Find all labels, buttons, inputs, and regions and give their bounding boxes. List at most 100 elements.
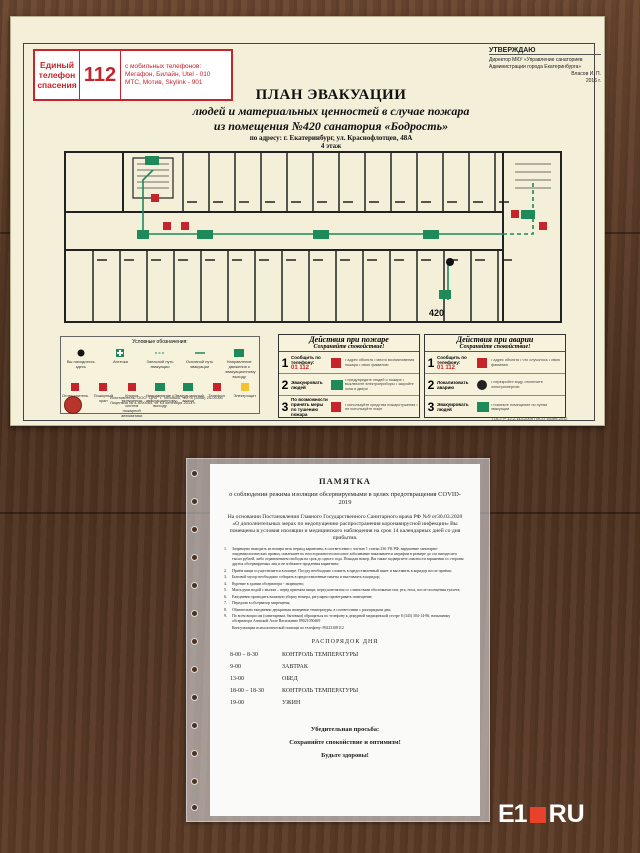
plan-address: по адресу: г. Екатеринбург, ул. Краснофл… bbox=[249, 134, 413, 142]
phone-label: Единый телефон спасения bbox=[37, 60, 77, 90]
approval-title: УТВЕРЖДАЮ bbox=[489, 47, 601, 55]
phone-number: 112 bbox=[79, 51, 121, 99]
step-details: • используйте средства пожаротушения • н… bbox=[345, 402, 418, 412]
maker-line: Лицензия № 4-К/00064, от 13 сентября 201… bbox=[110, 400, 196, 405]
fire-extinguisher-icon bbox=[71, 383, 80, 391]
memo-rule: 8.Обязательно ежедневно двукратная измер… bbox=[224, 607, 392, 612]
accident-actions-panel: Действия при аварии Сохраняйте спокойств… bbox=[424, 334, 566, 418]
you-are-here-icon bbox=[77, 349, 85, 357]
fire-step: 3 По возможности принять меры по тушению… bbox=[279, 396, 419, 418]
first-aid-icon bbox=[116, 349, 125, 357]
accident-actions-title: Действия при аварии bbox=[456, 335, 534, 344]
closing-request: Убедительная просьба: bbox=[310, 725, 380, 733]
legend-exit-direction: Направление движения к эвакуационному вы… bbox=[225, 349, 256, 379]
legend-row: Огнетушитель Пожарный кран Кнопка включе… bbox=[61, 383, 259, 418]
watermark-square-icon bbox=[529, 806, 546, 823]
watermark-e1: E1 bbox=[498, 800, 528, 828]
step-details: • перекройте воду, отключите электроэнер… bbox=[491, 380, 543, 389]
memo-closing: Убедительная просьба: Сохраняйте спокойс… bbox=[224, 723, 466, 762]
evacuation-exit-icon bbox=[331, 379, 343, 390]
step-codes: 01 112 bbox=[437, 364, 456, 371]
exit-arrow-icon bbox=[154, 383, 165, 391]
step-codes: 01 112 bbox=[291, 364, 310, 371]
plan-room-line: из помещения №420 санатория «Бодрость» bbox=[213, 119, 449, 133]
memo-rule: 1.Запрещено выходить из номера весь пери… bbox=[224, 547, 464, 566]
approval-signatory: Власов И. П. bbox=[571, 71, 601, 77]
floor-plan-drawing: 420 bbox=[64, 151, 562, 323]
memo-rule: 4.Курение в здании обсерватора - запреще… bbox=[224, 581, 305, 586]
step-details: • покиньте помещение по путям эвакуации bbox=[491, 402, 548, 412]
step-text: По возможности принять меры по тушению п… bbox=[291, 397, 328, 417]
step-details: • адрес объекта • место возникновения по… bbox=[345, 358, 415, 367]
step-text: Сообщить по телефону:01 112 bbox=[291, 355, 329, 371]
memo-title: ПАМЯТКА bbox=[319, 476, 371, 486]
approval-line: Директор МКУ «Управление санаториев bbox=[489, 57, 583, 63]
plan-subtitle: людей и материальных ценностей в случае … bbox=[192, 104, 470, 118]
fire-step: 2 Эвакуировать людей • предупредите люде… bbox=[279, 374, 419, 396]
memo-rules: 1.Запрещено выходить из номера весь пери… bbox=[224, 547, 466, 624]
plan-floor: 4 этаж bbox=[320, 142, 342, 150]
phone-icon bbox=[331, 357, 341, 368]
gost-standard: ГОСТ Р 12.2.143-2009 / ИСО 16069-2012 bbox=[492, 416, 568, 421]
legend-row: Вы находитесь здесь Аптечка Запасной пут… bbox=[61, 349, 259, 379]
step-details: • адрес объекта • что случилось • свою ф… bbox=[491, 358, 560, 367]
plan-title-block: ПЛАН ЭВАКУАЦИИ людей и материальных ценн… bbox=[141, 87, 521, 150]
fire-hydrant-icon bbox=[99, 383, 108, 391]
plan-border bbox=[23, 43, 595, 421]
exit-direction-icon bbox=[234, 349, 245, 357]
memo-rule: 6.Ежедневно проводить влажную уборку ном… bbox=[224, 594, 373, 599]
e1-watermark-logo: E1 RU bbox=[498, 800, 585, 829]
legend-fire-hydrant: Пожарный кран bbox=[89, 383, 117, 418]
covid-memo: ПАМЯТКА о соблюдении режима изоляции обс… bbox=[210, 464, 480, 816]
legend-phone: Телефон bbox=[203, 383, 231, 418]
legend-alarm-button: Кнопка включения систем пожарной автомат… bbox=[118, 383, 146, 418]
legend-title: Условные обозначения: bbox=[132, 339, 188, 345]
legend-electric-panel: Электрощит bbox=[231, 383, 259, 418]
accident-step: 3 Эвакуировать людей • покиньте помещени… bbox=[425, 396, 565, 418]
phone-mobile-info: с мобильных телефонов: Мегафон, Билайн, … bbox=[121, 63, 231, 87]
accident-step: 2 Локализовать аварию • перекройте воду,… bbox=[425, 374, 565, 396]
fire-step: 1 Сообщить по телефону:01 112 • адрес об… bbox=[279, 352, 419, 374]
memo-consult: Консультации психологической помощи по т… bbox=[232, 625, 344, 630]
step-number: 1 bbox=[427, 355, 435, 370]
mobile-line: МТС, Мотив, Skylink - 901 bbox=[125, 79, 203, 86]
electric-panel-icon bbox=[240, 383, 249, 391]
approval-date: 2016 г. bbox=[585, 78, 601, 84]
closing-calm: Сохраняйте спокойствие и оптимизм! bbox=[289, 738, 401, 746]
reserve-route-icon bbox=[154, 352, 165, 354]
legend-reserve-route: Запасной путь эвакуации bbox=[146, 349, 174, 379]
memo-rule: 9.По всем вопросам (санитарным, бытовым)… bbox=[224, 614, 451, 623]
step-text: Сообщить по телефону:01 112 bbox=[437, 355, 475, 371]
warning-icon bbox=[477, 379, 487, 390]
memo-intro: На основании Постановления Главного Госу… bbox=[227, 514, 463, 541]
plan-title: ПЛАН ЭВАКУАЦИИ bbox=[255, 87, 407, 103]
legend-main-route: Основной путь эвакуации bbox=[186, 349, 214, 379]
memo-subtitle: о соблюдении режима изоляции обсервируем… bbox=[229, 491, 461, 506]
legend-first-aid: Аптечка bbox=[106, 349, 134, 379]
mobile-line: с мобильных телефонов: bbox=[125, 63, 202, 70]
room-number-label: 420 bbox=[429, 308, 444, 318]
emergency-exit-icon bbox=[183, 383, 194, 391]
main-route-icon bbox=[194, 352, 205, 354]
watermark-ru: RU bbox=[548, 800, 585, 828]
approval-line: Администрации города Екатеринбурга» bbox=[489, 64, 582, 70]
fire-service-emblem-icon bbox=[64, 396, 82, 414]
phone-icon bbox=[477, 357, 487, 368]
emergency-phone-box: Единый телефон спасения 112 с мобильных … bbox=[33, 49, 233, 101]
closing-health: Будьте здоровы! bbox=[321, 751, 369, 759]
schedule-title: РАСПОРЯДОК ДНЯ bbox=[311, 638, 379, 645]
step-details: • предупредите людей о пожаре • выключит… bbox=[345, 377, 414, 391]
step-text: Эвакуировать людей bbox=[437, 402, 469, 412]
step-number: 2 bbox=[281, 377, 289, 392]
step-number: 2 bbox=[427, 377, 435, 392]
legend-you-are-here: Вы находитесь здесь bbox=[67, 349, 95, 379]
punch-holes bbox=[191, 470, 201, 811]
memo-rule: 7.Передачи в обсерватор запрещены; bbox=[224, 601, 291, 605]
memo-rule: 5.Мыть руки водой с мылом – перед приемо… bbox=[224, 588, 461, 592]
legend-exit-arrow: Направление к эвакуационному выходу bbox=[146, 383, 177, 418]
step-number: 3 bbox=[427, 400, 435, 414]
